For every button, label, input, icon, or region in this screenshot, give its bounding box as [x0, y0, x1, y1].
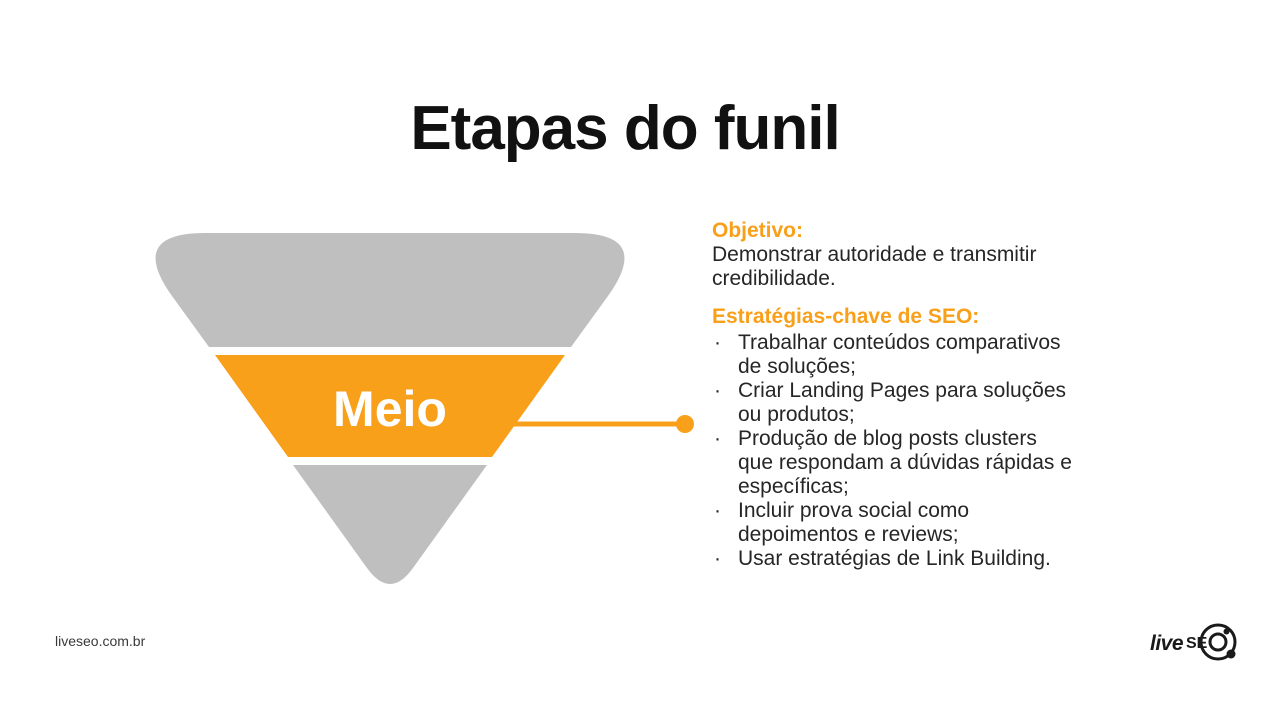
bullet-text: Produção de blog posts clusters que resp…: [738, 427, 1072, 498]
bullet-text: Incluir prova social como depoimentos e …: [738, 499, 970, 546]
bullet-dot-icon: ·: [714, 379, 721, 402]
list-item: · Produção de blog posts clusters que re…: [712, 427, 1084, 499]
objective-heading: Objetivo:: [712, 219, 804, 242]
logo-orbit-o-icon: [1199, 623, 1237, 661]
funnel-middle-label: Meio: [333, 381, 447, 437]
list-item: · Usar estratégias de Link Building.: [712, 547, 1084, 571]
list-item: · Incluir prova social como depoimentos …: [712, 499, 1084, 547]
bullet-text: Trabalhar conteúdos comparativos de solu…: [738, 331, 1061, 378]
logo-script-text: live: [1150, 632, 1184, 655]
connector-dot: [676, 415, 694, 433]
funnel-segment-bottom: [293, 465, 487, 584]
liveseo-logo: live SE: [1150, 623, 1237, 661]
list-item: · Trabalhar conteúdos comparativos de so…: [712, 331, 1084, 379]
strategies-list: · Trabalhar conteúdos comparativos de so…: [712, 331, 1084, 571]
details-panel: Objetivo: Demonstrar autoridade e transm…: [712, 219, 1084, 571]
objective-text: Demonstrar autoridade e transmitir credi…: [712, 243, 1037, 290]
bullet-text: Criar Landing Pages para soluções ou pro…: [738, 379, 1067, 426]
bullet-dot-icon: ·: [714, 331, 721, 354]
bullet-text: Usar estratégias de Link Building.: [738, 547, 1051, 570]
bullet-dot-icon: ·: [714, 499, 721, 522]
logo-caps-text: SE: [1186, 635, 1208, 652]
funnel-segment-middle: [215, 355, 565, 457]
bullet-dot-icon: ·: [714, 547, 721, 570]
footer-url: liveseo.com.br: [55, 633, 146, 649]
list-item: · Criar Landing Pages para soluções ou p…: [712, 379, 1084, 427]
bullet-dot-icon: ·: [714, 427, 721, 450]
slide-title: Etapas do funil: [410, 94, 840, 163]
funnel-segment-top: [155, 233, 625, 347]
strategies-heading: Estratégias-chave de SEO:: [712, 305, 980, 328]
